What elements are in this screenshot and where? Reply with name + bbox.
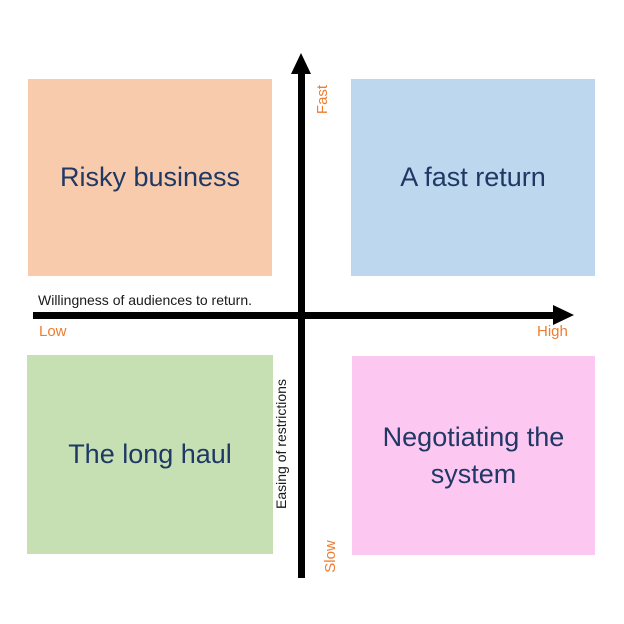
quadrant-bottom-right: Negotiating the system bbox=[352, 356, 595, 555]
y-axis-fast-label-text: Fast bbox=[314, 84, 332, 114]
quadrant-bottom-left-label: The long haul bbox=[68, 439, 232, 470]
quadrant-top-right-label: A fast return bbox=[400, 162, 546, 193]
y-axis-line bbox=[298, 64, 305, 578]
x-axis-high-label: High bbox=[537, 323, 568, 340]
quadrant-top-left-label: Risky business bbox=[59, 162, 241, 193]
x-axis-line bbox=[33, 312, 556, 319]
x-axis-title: Willingness of audiences to return. bbox=[38, 292, 252, 308]
arrow-up-icon bbox=[291, 53, 311, 74]
quadrant-bottom-left: The long haul bbox=[27, 355, 273, 554]
quadrant-top-left: Risky business bbox=[28, 79, 272, 276]
quadrant-bottom-right-label: Negotiating the system bbox=[382, 422, 565, 489]
y-axis-slow-label-text: Slow bbox=[321, 539, 339, 573]
arrow-right-icon bbox=[553, 305, 574, 325]
quadrant-top-right: A fast return bbox=[351, 79, 595, 276]
y-axis-title-text: Easing of restrictions bbox=[273, 379, 290, 509]
x-axis-low-label: Low bbox=[39, 323, 67, 340]
